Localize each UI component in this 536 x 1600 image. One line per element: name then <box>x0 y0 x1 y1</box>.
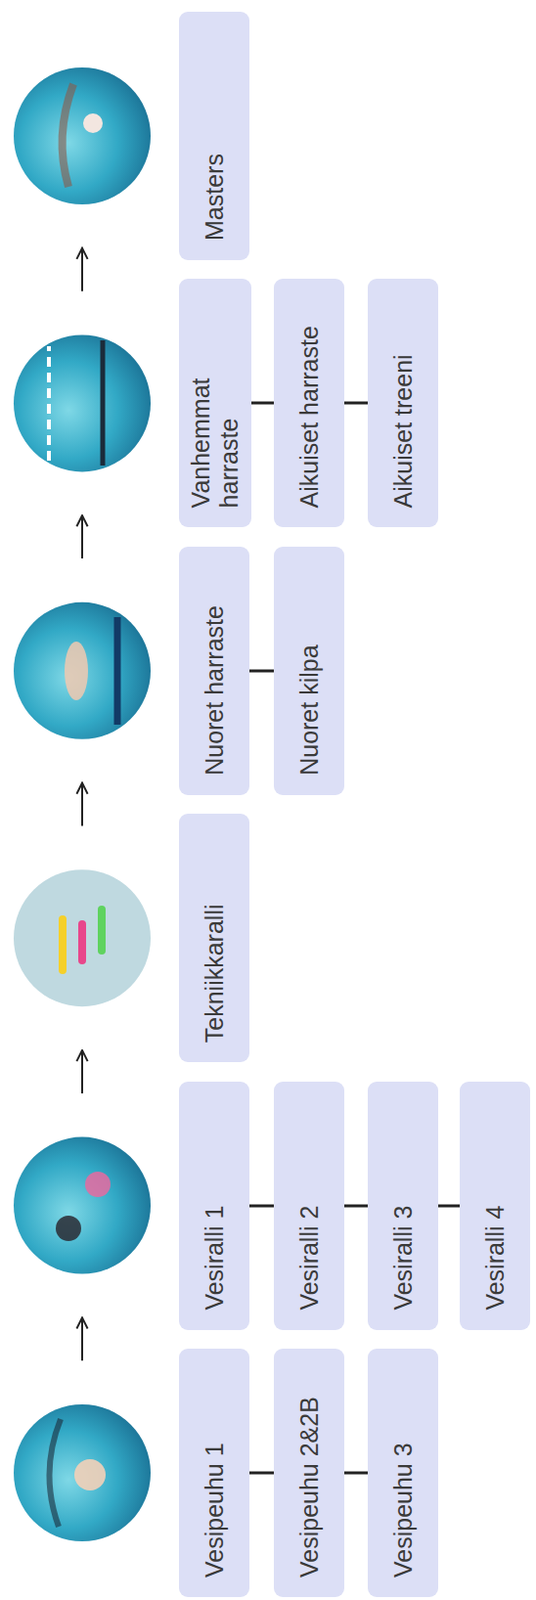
process-box: Vesiralli 2 <box>273 1081 345 1331</box>
process-box: Nuoret harraste <box>178 546 250 796</box>
process-box: Vesipeuhu 3 <box>367 1348 439 1598</box>
box-label: Vesiralli 4 <box>481 1206 510 1311</box>
box-label: Vesiralli 3 <box>389 1206 418 1311</box>
photo-circle <box>13 334 151 472</box>
connector-line <box>438 1205 460 1208</box>
box-label: Aikuiset treeni <box>389 354 418 508</box>
process-box: Nuoret kilpa <box>273 546 345 796</box>
box-text-group: Vesipeuhu 2&2B <box>295 1396 324 1578</box>
connector-line <box>249 1205 274 1208</box>
box-label: Vesipeuhu 2&2B <box>295 1396 324 1578</box>
connector-line <box>344 1205 368 1208</box>
box-text-group: Vesiralli 2 <box>295 1206 324 1311</box>
connector-line <box>251 402 274 405</box>
box-text-group: Vesiralli 1 <box>200 1206 229 1311</box>
photo-circle <box>13 67 151 205</box>
photo-circle <box>13 1404 151 1542</box>
process-box: Vesiralli 1 <box>178 1081 250 1331</box>
box-label: Nuoret harraste <box>200 605 229 776</box>
box-label: Vesipeuhu 3 <box>389 1442 418 1578</box>
photo-circle <box>13 869 151 1007</box>
process-box: Aikuiset harraste <box>273 278 345 528</box>
connector-line <box>249 1472 274 1475</box>
box-label: Tekniikkaralli <box>200 903 229 1043</box>
box-label: Nuoret kilpa <box>295 644 324 775</box>
process-box: Tekniikkaralli <box>178 813 250 1063</box>
photo-circle <box>13 1137 151 1275</box>
box-text-group: Vanhemmat harraste <box>186 351 244 508</box>
box-label: Vesipeuhu 1 <box>200 1442 229 1578</box>
process-box: Vesipeuhu 1 <box>178 1348 250 1598</box>
box-text-group: Nuoret harraste <box>200 605 229 776</box>
box-label: Vesiralli 1 <box>200 1206 229 1311</box>
box-text-group: Vesipeuhu 3 <box>389 1442 418 1578</box>
process-box: Aikuiset treeni <box>367 278 439 528</box>
box-text-group: Nuoret kilpa <box>295 644 324 775</box>
process-box: Vesiralli 3 <box>367 1081 439 1331</box>
process-box: Vanhemmat harraste <box>178 278 252 528</box>
box-label: Vesiralli 2 <box>295 1206 324 1311</box>
box-text-group: Vesiralli 4 <box>481 1206 510 1311</box>
box-text-group: Vesipeuhu 1 <box>200 1442 229 1578</box>
box-label: Masters <box>200 153 229 241</box>
box-text-group: Aikuiset treeni <box>389 354 418 508</box>
box-text-group: Vesiralli 3 <box>389 1206 418 1311</box>
stage-arrow <box>81 248 84 1362</box>
box-label: Aikuiset harraste <box>295 325 324 508</box>
connector-line <box>344 402 368 405</box>
box-text-group: Masters <box>200 153 229 241</box>
process-box: Vesipeuhu 2&2B <box>273 1348 345 1598</box>
box-text-group: Tekniikkaralli <box>200 903 229 1043</box>
connector-line <box>249 670 274 673</box>
box-label: Vanhemmat harraste <box>186 351 244 508</box>
process-box: Masters <box>178 11 250 261</box>
process-box: Vesiralli 4 <box>459 1081 531 1331</box>
connector-line <box>344 1472 368 1475</box>
photo-circle <box>13 602 151 740</box>
box-text-group: Aikuiset harraste <box>295 325 324 508</box>
